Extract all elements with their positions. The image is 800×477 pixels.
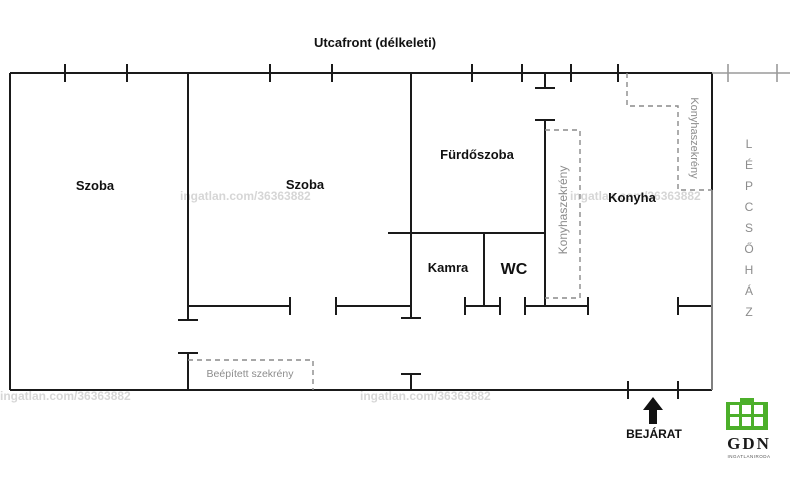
entrance-arrow-icon bbox=[643, 397, 663, 424]
staircase-letter: S bbox=[745, 221, 753, 235]
room-label-konyha: Konyha bbox=[608, 190, 656, 205]
staircase-letter: H bbox=[745, 263, 754, 277]
staircase-letter: L bbox=[746, 137, 753, 151]
cabinets bbox=[188, 73, 712, 390]
watermark-3: ingatlan.com/36363882 bbox=[0, 389, 131, 403]
room-label-szoba-2: Szoba bbox=[286, 177, 325, 192]
logo-subtitle: INGATLANIRODA bbox=[728, 454, 771, 459]
cabinet-label-beepitett-szekreny: Beépített szekrény bbox=[207, 368, 295, 380]
staircase-outline bbox=[711, 64, 790, 390]
staircase-letter: Á bbox=[745, 283, 753, 298]
entrance-label: BEJÁRAT bbox=[626, 426, 682, 441]
room-label-furdoszoba: Fürdőszoba bbox=[440, 147, 514, 162]
watermark-2: ingatlan.com/36363882 bbox=[570, 189, 701, 203]
watermark-1: ingatlan.com/36363882 bbox=[180, 189, 311, 203]
logo-text: GDN bbox=[727, 434, 771, 453]
staircase-letter: Z bbox=[745, 305, 752, 319]
watermarks: ingatlan.com/36363882 ingatlan.com/36363… bbox=[0, 189, 701, 403]
cabinet-label-konyhaszekreny-2: Konyhaszekrény bbox=[688, 97, 700, 179]
staircase-letter: P bbox=[745, 179, 753, 193]
staircase-letter: C bbox=[745, 200, 754, 214]
room-label-szoba-1: Szoba bbox=[76, 178, 115, 193]
outer-walls bbox=[9, 72, 713, 391]
built-in-wardrobe bbox=[188, 359, 314, 390]
staircase-letter: É bbox=[745, 157, 753, 172]
kitchen-cabinet-left bbox=[545, 129, 581, 299]
kitchen-cabinet-top bbox=[626, 73, 712, 191]
street-label: Utcafront (délkeleti) bbox=[314, 35, 436, 50]
window-ticks bbox=[64, 64, 619, 82]
interior-walls bbox=[178, 73, 712, 399]
gdn-logo: GDN INGATLANIRODA bbox=[726, 398, 771, 459]
room-label-kamra: Kamra bbox=[428, 260, 469, 275]
staircase-letter: Ő bbox=[744, 241, 753, 256]
cabinet-label-konyhaszekreny-1: Konyhaszekrény bbox=[556, 166, 570, 255]
staircase-label: L É P C S Ő H Á Z bbox=[744, 137, 753, 319]
logo-window-icon bbox=[726, 398, 768, 430]
room-label-wc: WC bbox=[501, 261, 528, 278]
watermark-4: ingatlan.com/36363882 bbox=[360, 389, 491, 403]
